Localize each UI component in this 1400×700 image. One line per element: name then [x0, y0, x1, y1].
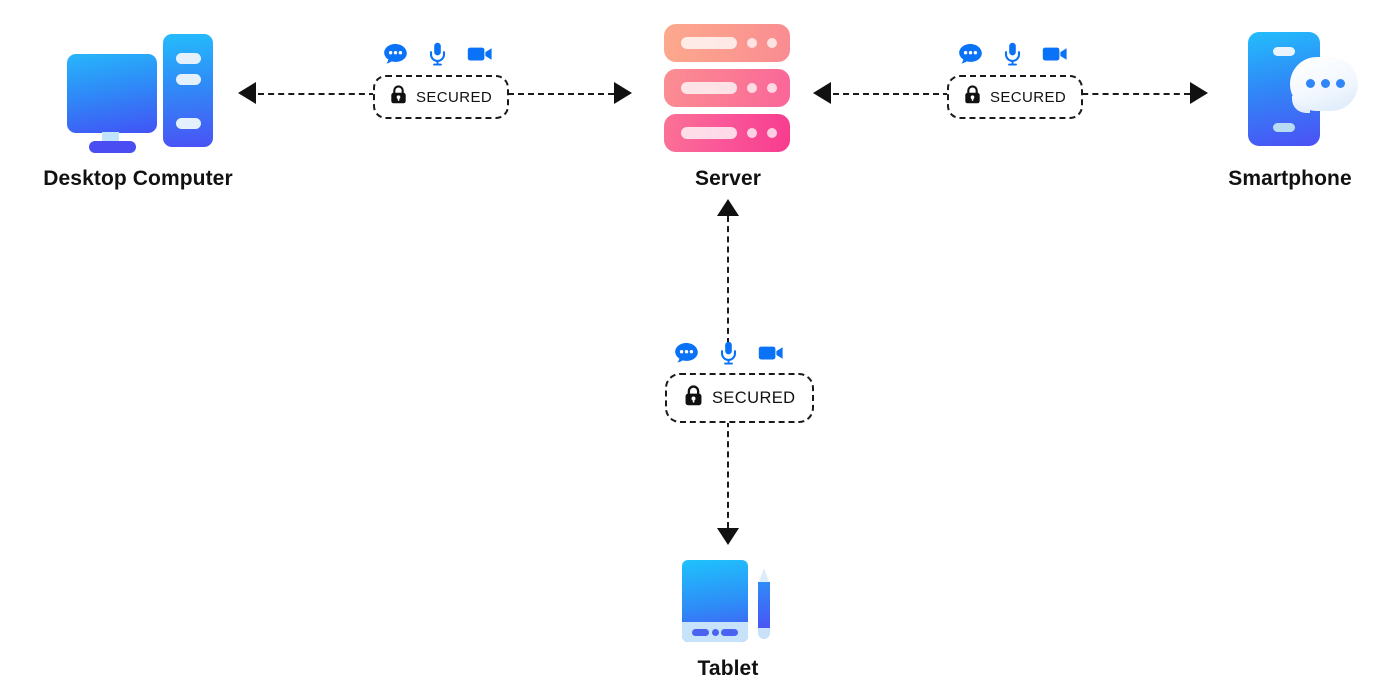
secured-badge-label: SECURED	[990, 88, 1067, 106]
rack-status-bar	[681, 37, 737, 49]
link-badge-smartphone	[1072, 93, 1190, 95]
video-camera-icon	[1042, 45, 1068, 68]
chat-bubble-icon	[674, 342, 699, 369]
link-server-badge	[833, 93, 949, 95]
video-camera-icon	[467, 45, 493, 68]
lock-icon	[964, 85, 981, 109]
rack-led-2	[767, 128, 777, 138]
microphone-icon	[429, 42, 446, 71]
arrow-to-server-bottom	[717, 199, 739, 216]
server-label: Server	[695, 167, 761, 190]
stylus-body	[758, 582, 770, 630]
desktop-computer-icon	[58, 28, 218, 153]
link-badge-tablet-vertical	[727, 411, 729, 528]
rack-status-bar	[681, 82, 737, 94]
secured-badge-server-smartphone[interactable]: SECURED	[947, 75, 1084, 119]
rack-led-2	[767, 83, 777, 93]
rack-led-2	[767, 38, 777, 48]
arrow-to-desktop	[238, 82, 256, 104]
rack-led-1	[747, 38, 757, 48]
phone-home-indicator	[1273, 123, 1295, 132]
chat-bubble-icon	[958, 43, 983, 70]
bubble-dot-2	[1321, 79, 1330, 88]
monitor-screen	[67, 54, 157, 133]
chat-bubble-icon	[383, 43, 408, 70]
tablet-button-2	[721, 629, 738, 636]
microphone-icon	[1004, 42, 1021, 71]
bubble-dot-1	[1306, 79, 1315, 88]
server-rack-unit-1	[664, 24, 790, 62]
secured-badge-label: SECURED	[712, 388, 796, 407]
smartphone-label: Smartphone	[1228, 167, 1352, 190]
tablet-button-1	[692, 629, 709, 636]
bubble-dot-3	[1336, 79, 1345, 88]
secured-badge-label: SECURED	[416, 88, 493, 106]
monitor-base	[89, 141, 136, 153]
video-camera-icon	[758, 344, 784, 367]
media-icons-tablet-server	[674, 341, 784, 370]
computer-tower	[163, 34, 213, 147]
link-badge-server	[498, 93, 614, 95]
secured-badge-tablet-server[interactable]: SECURED	[665, 373, 815, 423]
tablet-label: Tablet	[697, 657, 759, 680]
tower-slot-2	[176, 74, 201, 85]
link-server-badge-vertical	[727, 216, 729, 344]
microphone-icon	[720, 341, 737, 370]
lock-icon	[390, 85, 407, 109]
secured-badge-desktop-server[interactable]: SECURED	[373, 75, 510, 119]
smartphone-icon	[1248, 28, 1360, 150]
arrow-to-server-right	[813, 82, 831, 104]
server-rack-icon	[664, 24, 792, 158]
link-desktop-badge	[258, 93, 375, 95]
stylus-end	[758, 628, 770, 639]
server-rack-unit-2	[664, 69, 790, 107]
media-icons-desktop-server	[383, 42, 493, 71]
desktop-computer-label: Desktop Computer	[43, 167, 233, 190]
rack-status-bar	[681, 127, 737, 139]
tablet-button-dot	[712, 629, 719, 636]
rack-led-1	[747, 128, 757, 138]
server-rack-unit-3	[664, 114, 790, 152]
tower-slot-1	[176, 53, 201, 64]
tablet-icon	[682, 560, 778, 648]
phone-speaker-slot	[1273, 47, 1295, 56]
arrow-to-tablet	[717, 528, 739, 545]
lock-icon	[684, 385, 703, 411]
arrow-to-server	[614, 82, 632, 104]
rack-led-1	[747, 83, 757, 93]
arrow-to-smartphone	[1190, 82, 1208, 104]
media-icons-server-smartphone	[958, 42, 1068, 71]
tower-slot-3	[176, 118, 201, 129]
